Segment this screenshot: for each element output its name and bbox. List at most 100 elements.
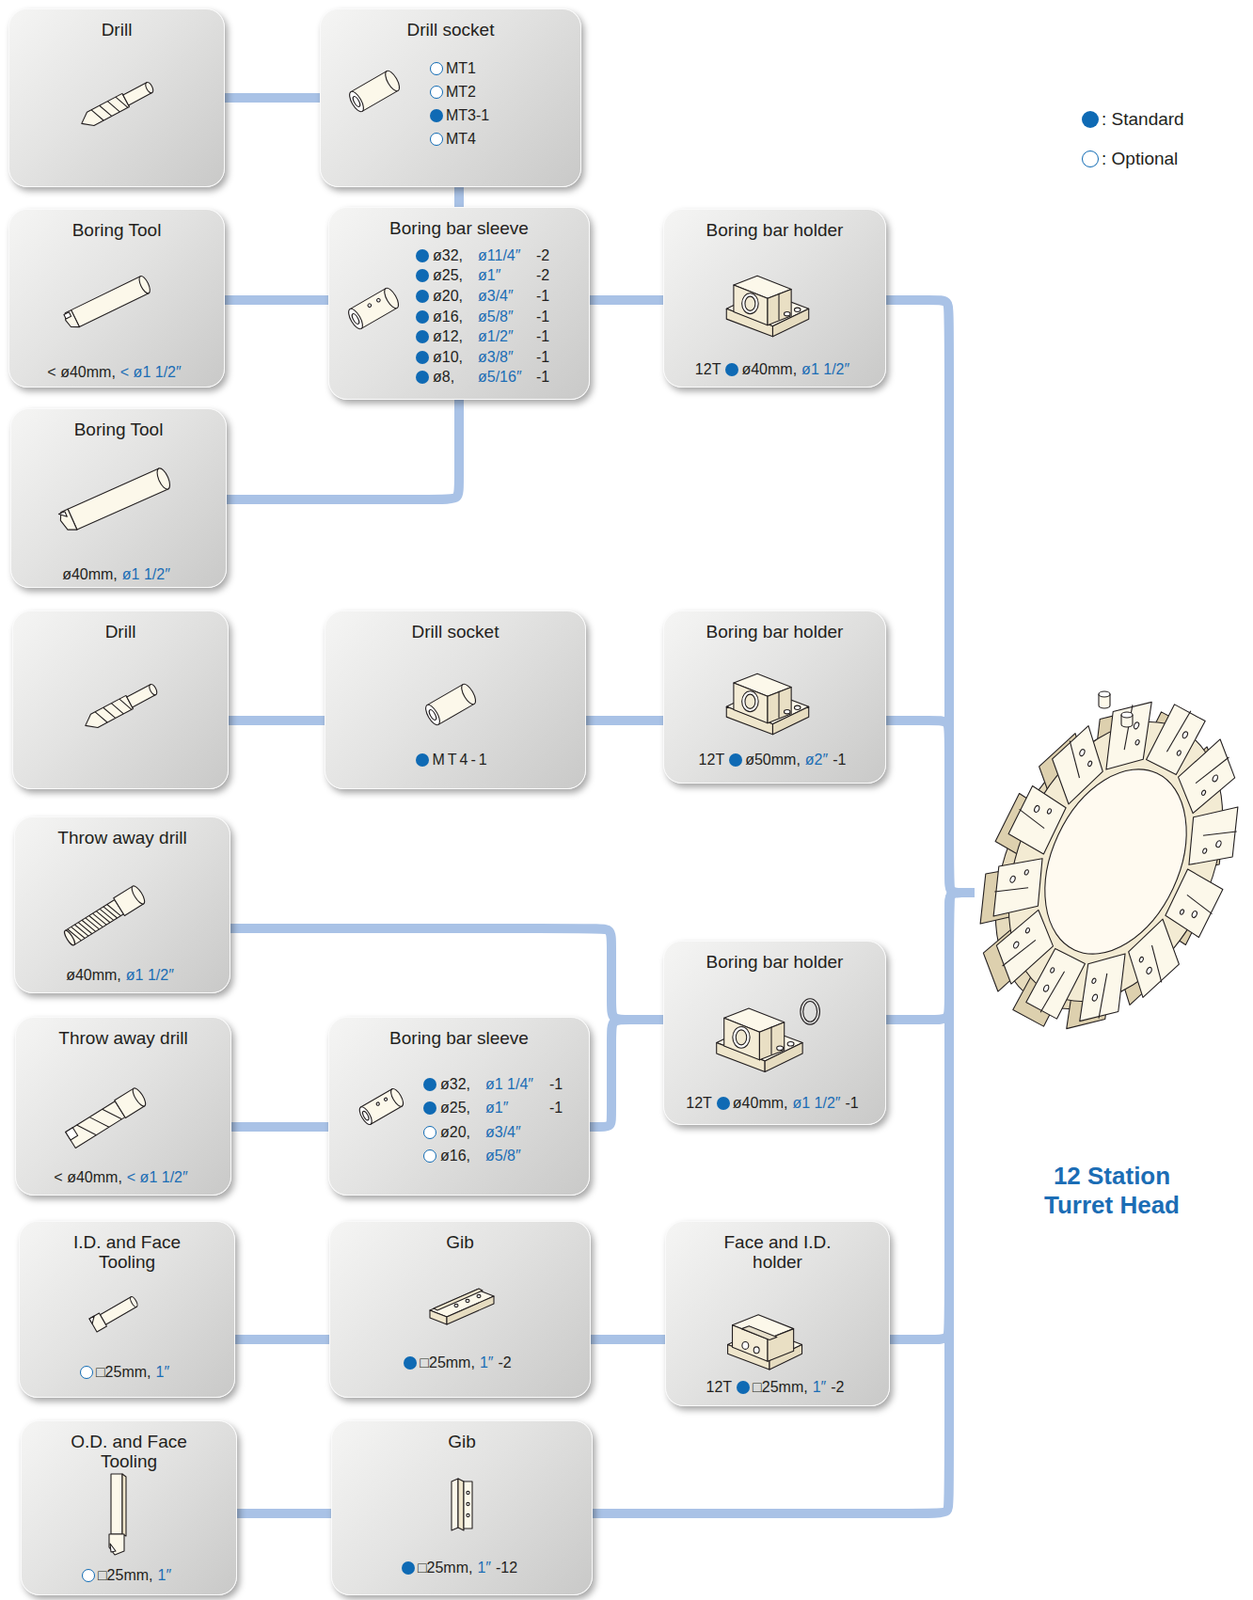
icon-part <box>347 89 367 114</box>
icon-part <box>466 1490 470 1494</box>
box-title: I.D. and Face Tooling <box>47 1233 207 1272</box>
spec-row: ø12,ø1/2″-1 <box>415 326 550 348</box>
holder-box: Face and I.D. holder12T□25mm,1″-2 <box>665 1221 890 1407</box>
spec-text: □25mm, <box>97 1567 154 1585</box>
spec-text: 12T <box>695 361 722 379</box>
icon-part <box>1016 808 1048 828</box>
spec-text: -2 <box>497 1354 511 1372</box>
spec-text: MT3-1 <box>445 107 490 125</box>
icon-group <box>78 79 156 131</box>
standard-marker <box>415 350 429 365</box>
icon-part <box>109 1534 125 1555</box>
spec-text: □25mm, <box>419 1354 476 1372</box>
icon-part <box>147 682 159 697</box>
icon-part <box>459 682 479 707</box>
spec-text: -1 <box>845 1094 859 1112</box>
icon-part <box>71 276 149 328</box>
box-title: O.D. and Face Tooling <box>48 1432 209 1472</box>
icon-part <box>63 310 80 332</box>
icon-part <box>361 1110 370 1121</box>
icon-part <box>128 1296 139 1309</box>
icon-part <box>366 302 372 308</box>
icon-part <box>1057 741 1093 778</box>
icon-part <box>1016 746 1215 978</box>
icon-part <box>466 1513 470 1517</box>
optional-marker <box>79 1365 94 1380</box>
tool-icon <box>73 75 160 134</box>
turret-face <box>933 671 1253 1067</box>
icon-part <box>767 1329 794 1363</box>
spec-text: ø1/2″ <box>477 328 537 346</box>
spec-text: ø1 1/2″ <box>122 566 171 584</box>
box-title: Drill socket <box>320 20 581 41</box>
spec-text: □25mm, <box>95 1364 152 1381</box>
box-title: Boring bar sleeve <box>329 219 589 239</box>
connector <box>590 1334 666 1345</box>
spec-text: ø16, <box>432 308 478 326</box>
spec-text: ø2″ <box>805 751 828 769</box>
spec-row: ø10,ø3/8″-1 <box>415 347 550 368</box>
spec-row: 12Tø40mm,ø1 1/2″-1 <box>664 1094 886 1113</box>
spec-text: ø20, <box>432 287 478 305</box>
spec-text: ø1 1/2″ <box>126 967 175 984</box>
spec-row: MT3-1 <box>429 103 494 127</box>
optional-marker <box>429 132 444 146</box>
icon-part <box>793 307 801 312</box>
box-title: Gib <box>330 1233 590 1253</box>
spec-text: ø40mm, <box>732 1094 789 1112</box>
icon-part <box>1049 967 1056 974</box>
spec-text: -1 <box>536 328 550 346</box>
box-title: Boring bar holder <box>664 622 886 643</box>
spec-row: MT2 <box>429 79 494 104</box>
standard-marker <box>716 1096 730 1111</box>
spec-text: ø1″ <box>485 1099 550 1117</box>
icon-part <box>1179 908 1186 916</box>
box-title: 12 Station Turret Head <box>1017 1161 1206 1221</box>
optional-marker <box>423 1149 437 1163</box>
spec-list: □25mm,1″-2 <box>330 1353 590 1373</box>
icon-part <box>1091 993 1098 1002</box>
icon-group <box>63 274 153 332</box>
spec-text: ø25, <box>440 1099 486 1117</box>
icon-part <box>724 1017 761 1061</box>
standard-marker <box>415 753 429 767</box>
icon-part <box>1211 774 1219 783</box>
sleeve-box: Boring bar sleeveø32,ø1 1/4″-1ø25,ø1″-1ø… <box>328 1016 590 1196</box>
spec-row: ø32,ø1 1/4″-1 <box>423 1072 563 1097</box>
icon-part <box>89 1313 107 1333</box>
icon-part <box>732 1026 750 1048</box>
spec-text: ø32, <box>440 1076 486 1094</box>
spec-text: < ø1 1/2″ <box>120 364 182 381</box>
optional-marker <box>423 1126 437 1140</box>
tool-icon <box>62 873 161 950</box>
icon-part <box>382 68 403 94</box>
icon-part <box>154 466 173 492</box>
spec-text: ø12, <box>432 328 478 346</box>
icon-part <box>803 1001 818 1023</box>
spec-text: -1 <box>832 751 846 769</box>
connector <box>454 187 464 207</box>
spec-text: MT4-1 <box>431 751 490 769</box>
icon-part <box>111 1474 123 1535</box>
tool-box: Boring Tool< ø40mm,< ø1 1/2″ <box>8 208 225 388</box>
spec-row: □25mm,1″ <box>19 1363 235 1382</box>
box-title: Boring bar sleeve <box>329 1029 589 1049</box>
standard-marker <box>423 1101 437 1115</box>
icon-part <box>1002 932 1036 975</box>
tool-icon <box>720 1302 819 1373</box>
standard-marker <box>415 310 429 324</box>
box-title: Drill <box>13 622 228 643</box>
icon-part <box>1025 927 1031 935</box>
box-title: Drill <box>9 20 224 41</box>
spec-text: 1″ <box>479 1354 494 1372</box>
icon-part <box>733 285 768 326</box>
standard-marker <box>415 249 429 263</box>
icon-part <box>64 900 124 946</box>
spec-row: MT4 <box>429 126 494 151</box>
icon-part <box>741 1326 777 1341</box>
icon-part <box>735 1030 746 1046</box>
icon-part <box>63 929 78 947</box>
icon-part <box>1121 712 1133 718</box>
icon-part <box>78 93 129 130</box>
